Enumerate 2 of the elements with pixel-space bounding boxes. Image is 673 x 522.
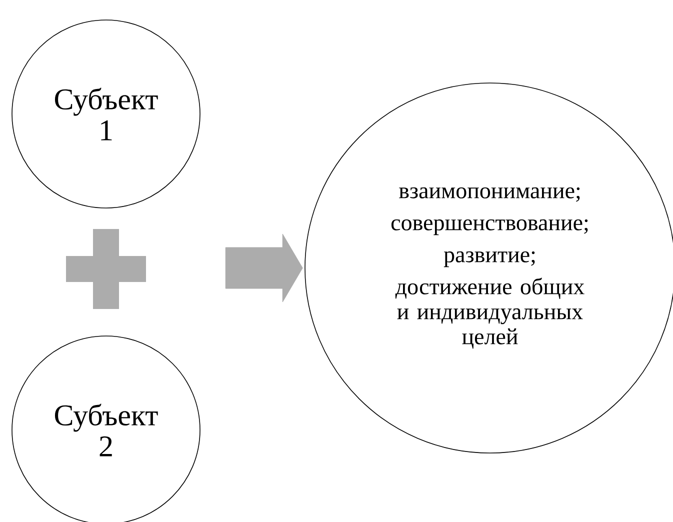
block-arrow [225, 234, 303, 302]
plus-sign [66, 229, 146, 309]
